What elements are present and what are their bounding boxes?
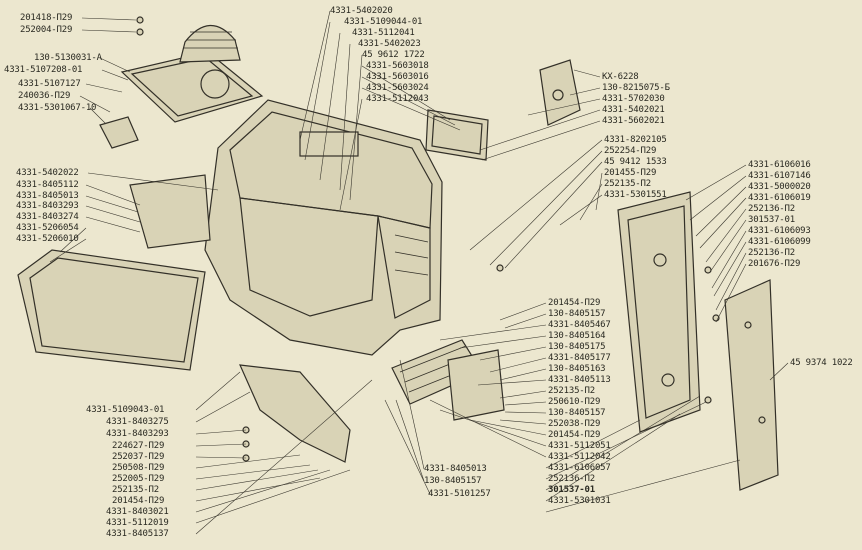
callout-label: 4331-8405013 — [16, 191, 79, 201]
callout-label: 4331-5402022 — [16, 168, 79, 178]
callout-label: 4331-5702030 — [602, 94, 665, 104]
callout-label: КХ-6228 — [602, 72, 639, 82]
callout-label: 130-8215075-Б — [602, 83, 670, 93]
callout-label: 4331-6106057 — [548, 463, 611, 473]
callout-label: 130-5130031-А — [34, 53, 102, 63]
front-mudguard — [239, 364, 351, 463]
callout-label: 4331-5402021 — [602, 105, 665, 115]
callout-label: 252037-П29 — [112, 452, 165, 462]
callout-label: 130-8405157 — [548, 408, 606, 418]
callout-label: 252135-П2 — [604, 179, 651, 189]
rear-pillar — [617, 191, 701, 433]
callout-label: 4331-5402020 — [330, 6, 393, 16]
callout-label: 224627-П29 — [112, 441, 165, 451]
callout-label: 4331-5000020 — [748, 182, 811, 192]
callout-label: 4331-8405112 — [16, 180, 79, 190]
callout-label: 4331-6106093 — [748, 226, 811, 236]
callout-label: 4331-6106019 — [748, 193, 811, 203]
callout-label: 4331-8405177 — [548, 353, 611, 363]
vent-cover — [99, 116, 139, 149]
callout-label: 4331-5603016 — [366, 72, 429, 82]
callout-label: 130-8405175 — [548, 342, 606, 352]
side-cover-panel — [724, 279, 779, 491]
callout-label: 252136-П2 — [748, 204, 795, 214]
callout-label: 4331-5112051 — [548, 441, 611, 451]
callout-label: 130-8405157 — [548, 309, 606, 319]
callout-label: 4331-5109043-01 — [86, 405, 165, 415]
callout-label: 4331-5112041 — [352, 28, 415, 38]
callout-label: 201454-П29 — [112, 496, 165, 506]
callout-label: 130-8405157 — [424, 476, 482, 486]
roof-hatch-frame — [120, 51, 264, 123]
mirror-bracket — [129, 174, 211, 249]
callout-label: 4331-6107146 — [748, 171, 811, 181]
callout-label: 4331-8405013 — [424, 464, 487, 474]
callout-label: 201454-П29 — [548, 298, 601, 308]
callout-label: 201676-П29 — [748, 259, 801, 269]
callout-label: 201454-П29 — [548, 430, 601, 440]
callout-label: 4331-8405137 — [106, 529, 169, 539]
callout-label: 4331-5107208-01 — [4, 65, 83, 75]
callout-label: 4331-5301031 — [548, 496, 611, 506]
callout-label: 4331-5602021 — [602, 116, 665, 126]
callout-label: 4331-5107127 — [18, 79, 81, 89]
callout-label: 4331-8403021 — [106, 507, 169, 517]
callout-label: 240036-П29 — [18, 91, 71, 101]
callout-label: 4331-5109044-01 — [344, 17, 423, 27]
callout-label: 4331-5301067-10 — [18, 103, 97, 113]
callout-label: 4331-8403275 — [106, 417, 169, 427]
callout-label: 4331-5101257 — [428, 489, 491, 499]
callout-label: 4331-5206054 — [16, 223, 79, 233]
callout-label: 252254-П29 — [604, 146, 657, 156]
rear-window-frame — [425, 109, 489, 161]
callout-label: 4331-8403293 — [16, 201, 79, 211]
callout-label: 201455-П29 — [604, 168, 657, 178]
callout-label: 4331-5206010 — [16, 234, 79, 244]
callout-label: 130-8405164 — [548, 331, 606, 341]
cab-body — [204, 99, 443, 356]
callout-label: 4331-8405113 — [548, 375, 611, 385]
callout-label: 4331-5112042 — [548, 452, 611, 462]
windshield-glass — [17, 249, 206, 371]
callout-label: 252038-П29 — [548, 419, 601, 429]
callout-label: 45 9612 1722 — [362, 50, 425, 60]
callout-label: 201418-П29 — [20, 13, 73, 23]
leader-lines — [49, 10, 789, 535]
step-bracket — [447, 349, 505, 421]
callout-label: 4331-8202105 — [604, 135, 667, 145]
callout-label: 45 9412 1533 — [604, 157, 667, 167]
callout-label: 4331-8405467 — [548, 320, 611, 330]
hinge-bracket — [539, 59, 581, 126]
callout-label: 252136-П2 — [748, 248, 795, 258]
callout-label: 252135-П2 — [112, 485, 159, 495]
hatch-boot — [179, 24, 241, 63]
callout-label: 250610-П29 — [548, 397, 601, 407]
callout-label: 130-8405163 — [548, 364, 606, 374]
callout-label: 250508-П29 — [112, 463, 165, 473]
callout-label: 4331-5112019 — [106, 518, 169, 528]
callout-label: 4331-5603024 — [366, 83, 429, 93]
callout-label: 45 9374 1022 — [790, 358, 853, 368]
callout-label: 301537-01 — [548, 485, 595, 495]
callout-label: 4331-5402023 — [358, 39, 421, 49]
callout-label: 4331-5603018 — [366, 61, 429, 71]
callout-label: 4331-6106016 — [748, 160, 811, 170]
callout-label: 4331-6106099 — [748, 237, 811, 247]
callout-label: 252135-П2 — [548, 386, 595, 396]
callout-label: 252004-П29 — [20, 25, 73, 35]
callout-label: 4331-5301551 — [604, 190, 667, 200]
callout-label: 4331-5112043 — [366, 94, 429, 104]
callout-label: 301537-01 — [748, 215, 795, 225]
callout-label: 252005-П29 — [112, 474, 165, 484]
callout-label: 4331-8403293 — [106, 429, 169, 439]
callout-label: 252136-П2 — [548, 474, 595, 484]
callout-label: 4331-8403274 — [16, 212, 79, 222]
